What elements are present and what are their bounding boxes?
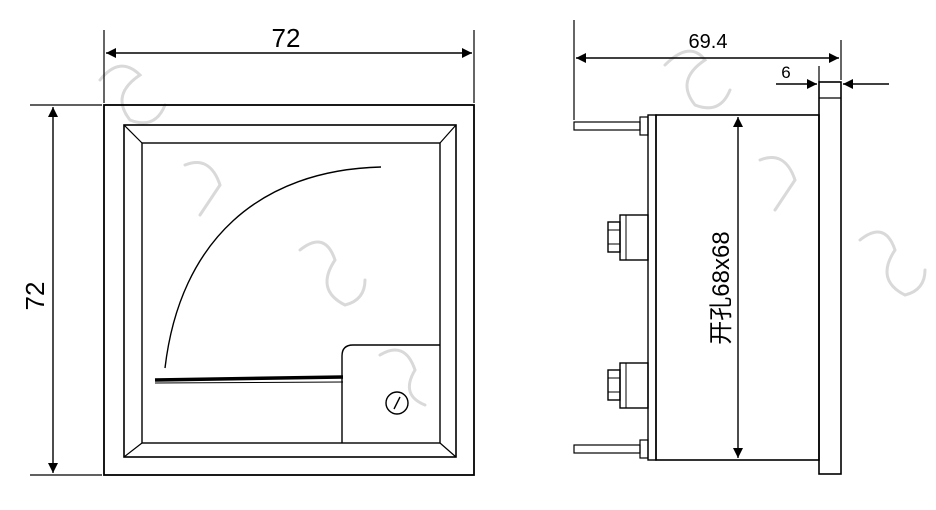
- side-flange: [818, 81, 842, 475]
- scale-arc: [164, 166, 382, 369]
- lower-terminal: [607, 362, 649, 409]
- front-bezel-inner: [123, 124, 457, 458]
- depth-dimension-label: 69.4: [689, 31, 728, 53]
- rear-plate: [647, 114, 657, 461]
- pointer-needle: [154, 375, 344, 382]
- bottom-stud: [573, 439, 649, 459]
- top-stud: [573, 116, 649, 136]
- height-dimension-label: 72: [20, 282, 50, 311]
- flange-dimension-label: 6: [781, 63, 790, 82]
- front-bezel-outer: [103, 104, 475, 476]
- front-view: 72 72: [20, 23, 475, 476]
- zero-adjust-screw-icon: [385, 391, 409, 415]
- upper-terminal: [607, 214, 649, 261]
- side-view: 69.4 6 开孔68x68: [573, 20, 889, 475]
- watermark: [98, 49, 927, 407]
- cutout-dimension-label: 开孔68x68: [708, 231, 735, 344]
- dial-face: [141, 142, 441, 444]
- width-dimension-label: 72: [272, 23, 301, 53]
- zero-adjuster-housing: [341, 344, 440, 443]
